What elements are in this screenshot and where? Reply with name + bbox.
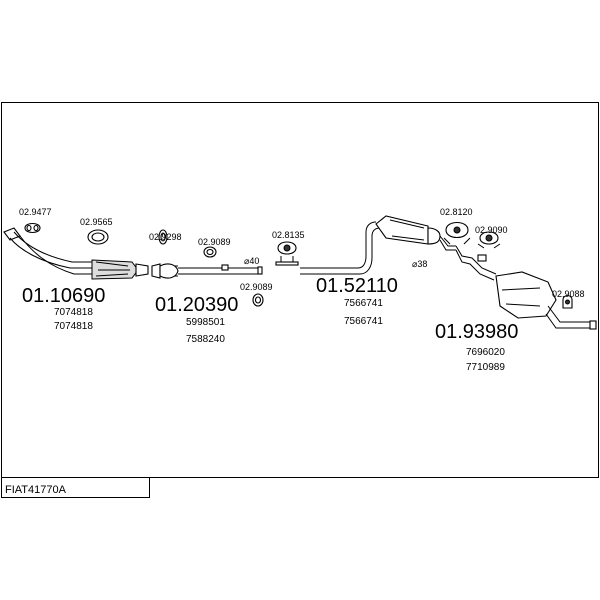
part-number: 01.20390 [155, 294, 238, 316]
accessory-label: 02.9565 [80, 217, 113, 227]
front-pipe-drawing [3, 227, 149, 280]
diagram-code: FIAT41770A [5, 484, 67, 496]
accessory-label: 02.9089 [240, 282, 273, 292]
clamp-02-9088 [562, 294, 573, 309]
part-number: 01.93980 [435, 321, 518, 343]
part-ref: 7696020 [466, 347, 505, 358]
part-ref: 7074818 [54, 321, 93, 332]
diagram-border [1, 102, 599, 478]
hanger-02-8120 [443, 221, 471, 245]
accessory-label: 02.9089 [198, 237, 231, 247]
hanger-02-9090 [477, 231, 501, 249]
middle-silencer-drawing [300, 215, 456, 275]
ring-02-9565 [87, 229, 109, 245]
diameter-label: ⌀40 [244, 256, 259, 266]
part-ref: 7566741 [344, 316, 383, 327]
code-box [1, 477, 150, 498]
accessory-label: 02.8120 [440, 207, 473, 217]
rear-silencer-drawing [455, 245, 597, 330]
accessory-label: 02.9090 [475, 225, 508, 235]
part-ref: 7074818 [54, 307, 93, 318]
accessory-label: 02.9477 [19, 207, 52, 217]
ring-02-9089 [203, 246, 217, 258]
clamp-02-9298 [158, 229, 168, 245]
ring-02-9089-b [252, 293, 264, 307]
part-number: 01.10690 [22, 285, 105, 307]
gasket-02-9477 [24, 222, 41, 234]
part-ref: 7566741 [344, 298, 383, 309]
accessory-label: 02.9088 [552, 289, 585, 299]
hanger-02-8135 [275, 241, 299, 266]
part-ref: 7710989 [466, 362, 505, 373]
part-ref: 5998501 [186, 317, 225, 328]
intermediate-pipe-drawing [151, 263, 263, 279]
part-number: 01.52110 [316, 275, 398, 297]
part-ref: 7588240 [186, 334, 225, 345]
accessory-label: 02.9298 [149, 232, 182, 242]
diameter-label: ⌀38 [412, 259, 427, 269]
accessory-label: 02.8135 [272, 230, 305, 240]
